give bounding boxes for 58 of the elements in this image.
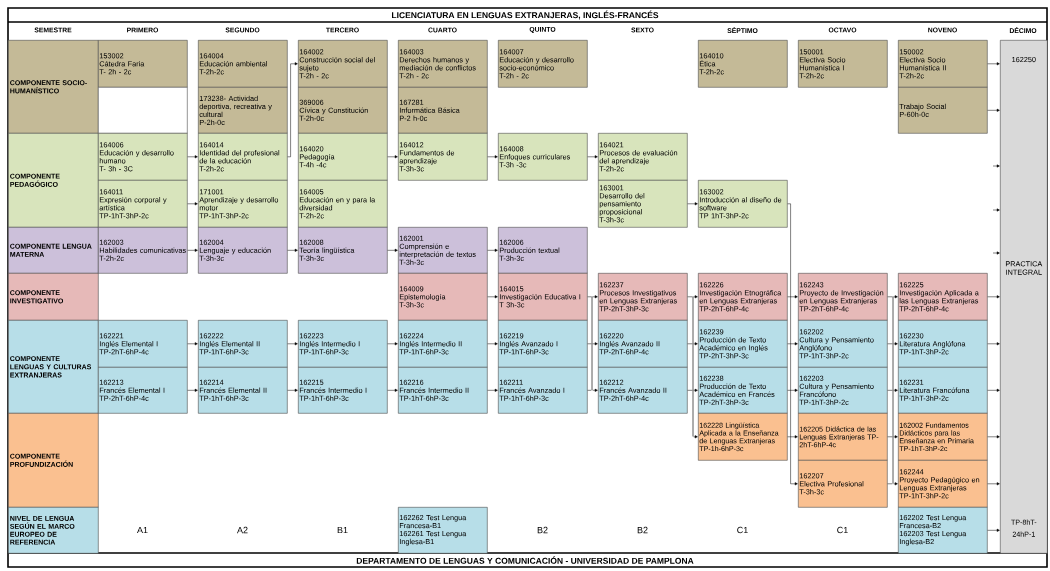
arrow: [592, 295, 598, 299]
arrow: [987, 435, 1000, 439]
arrow: [687, 202, 698, 206]
arrow: [987, 108, 1000, 112]
arrow: [387, 388, 398, 392]
arrow: [587, 155, 598, 159]
arrow: [187, 202, 198, 206]
arrow: [787, 203, 798, 486]
arrow: [893, 482, 898, 486]
arrow: [487, 155, 498, 159]
arrow: [893, 435, 898, 439]
empty-cell: [98, 87, 188, 134]
arrow: [693, 435, 698, 439]
arrow: [787, 295, 798, 299]
level-label: A1: [137, 526, 148, 534]
arrow: [487, 248, 498, 252]
arrow: [387, 342, 398, 346]
arrow: [487, 388, 498, 392]
title: LICENCIATURA EN LENGUAS EXTRANJERAS, INGLÉS-FRANCÉS: [392, 10, 659, 20]
arrow: [387, 248, 398, 252]
arrow: [287, 248, 298, 252]
level-label: B2: [537, 526, 548, 534]
arrow: [592, 388, 598, 392]
arrow: [693, 342, 698, 346]
level-label: C1: [737, 526, 748, 534]
arrow: [987, 388, 1000, 392]
level-label: B1: [337, 526, 348, 534]
arrow: [287, 342, 298, 346]
arrow: [387, 155, 398, 159]
arrow: [187, 155, 198, 159]
arrow: [287, 388, 298, 392]
arrow: [693, 295, 698, 299]
level-label: C1: [837, 526, 848, 534]
arrow: [992, 251, 1000, 255]
arrow: [987, 528, 1000, 532]
arrow: [187, 388, 198, 392]
arrow: [287, 62, 298, 158]
arrow: [987, 482, 1000, 486]
arrow: [592, 342, 598, 346]
arrow: [987, 295, 1000, 299]
arrow: [987, 62, 1000, 66]
arrow: [992, 164, 1000, 168]
arrow: [787, 342, 798, 346]
arrow: [992, 208, 1000, 212]
level-label: B2: [637, 526, 648, 534]
arrow: [893, 388, 898, 392]
arrow: [893, 295, 898, 299]
arrow: [693, 388, 698, 392]
arrow: [487, 295, 498, 299]
arrow: [187, 248, 198, 252]
arrow: [787, 388, 798, 392]
level-label: A2: [237, 526, 248, 534]
arrow: [187, 342, 198, 346]
footer-caption: DEPARTAMENTO DE LENGUAS Y COMUNICACIÓN - UNIVERSIDAD DE PAMPLONA: [356, 556, 694, 564]
arrow: [893, 342, 898, 346]
arrow: [487, 342, 498, 346]
arrow: [787, 435, 798, 439]
arrow: [987, 342, 1000, 346]
